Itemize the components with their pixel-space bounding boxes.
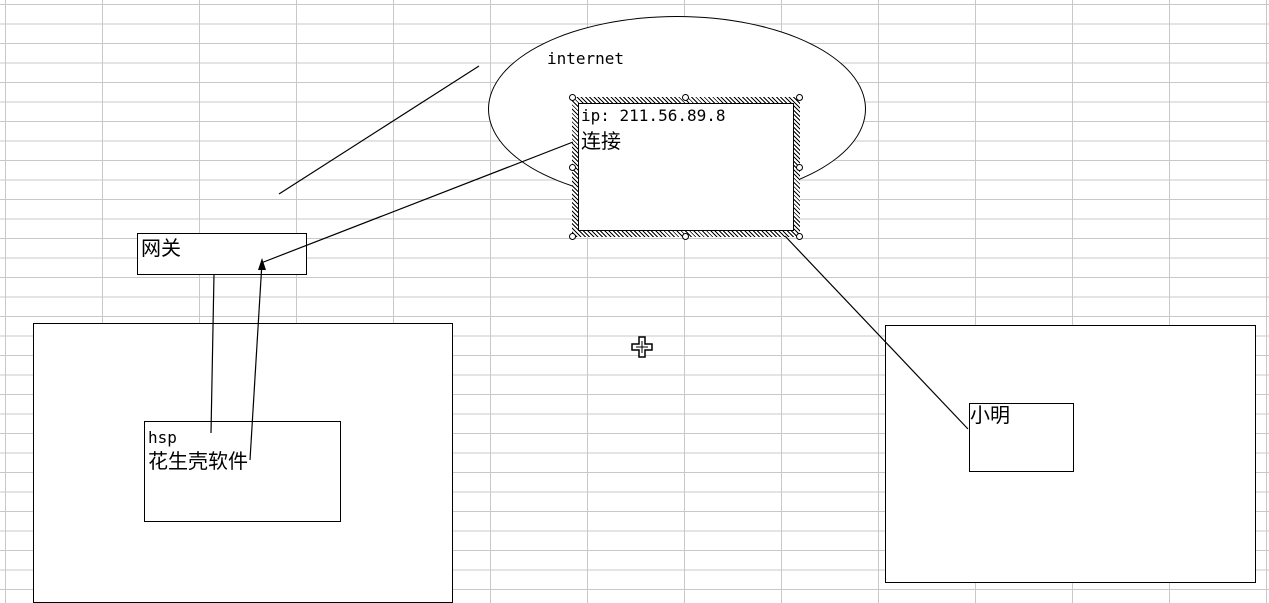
server-ip-text: ip: 211.56.89.8 — [581, 106, 726, 125]
connect-label: 连接 — [581, 129, 621, 153]
server-ip-textbox-selected[interactable]: ip: 211.56.89.8 连接 — [569, 94, 803, 240]
xiaoming-box[interactable]: 小明 — [969, 403, 1074, 472]
hsp-software-box[interactable]: hsp 花生壳软件 — [144, 421, 341, 522]
internet-label: internet — [547, 49, 625, 68]
diagonal-line[interactable] — [278, 65, 480, 195]
gateway-box[interactable]: 网关 — [137, 233, 307, 275]
resize-handle-icon[interactable] — [682, 233, 689, 240]
xiaoming-label: 小明 — [970, 403, 1010, 427]
hsp-software-label: 花生壳软件 — [148, 449, 248, 473]
resize-handle-icon[interactable] — [569, 164, 576, 171]
server-ip-textbox-inner[interactable]: ip: 211.56.89.8 连接 — [578, 103, 794, 231]
move-cursor-icon — [631, 336, 653, 358]
resize-handle-icon[interactable] — [569, 94, 576, 101]
resize-handle-icon[interactable] — [796, 164, 803, 171]
resize-handle-icon[interactable] — [796, 94, 803, 101]
resize-handle-icon[interactable] — [796, 233, 803, 240]
gateway-label: 网关 — [141, 236, 181, 260]
hsp-title: hsp — [148, 428, 177, 447]
resize-handle-icon[interactable] — [569, 233, 576, 240]
resize-handle-icon[interactable] — [682, 94, 689, 101]
